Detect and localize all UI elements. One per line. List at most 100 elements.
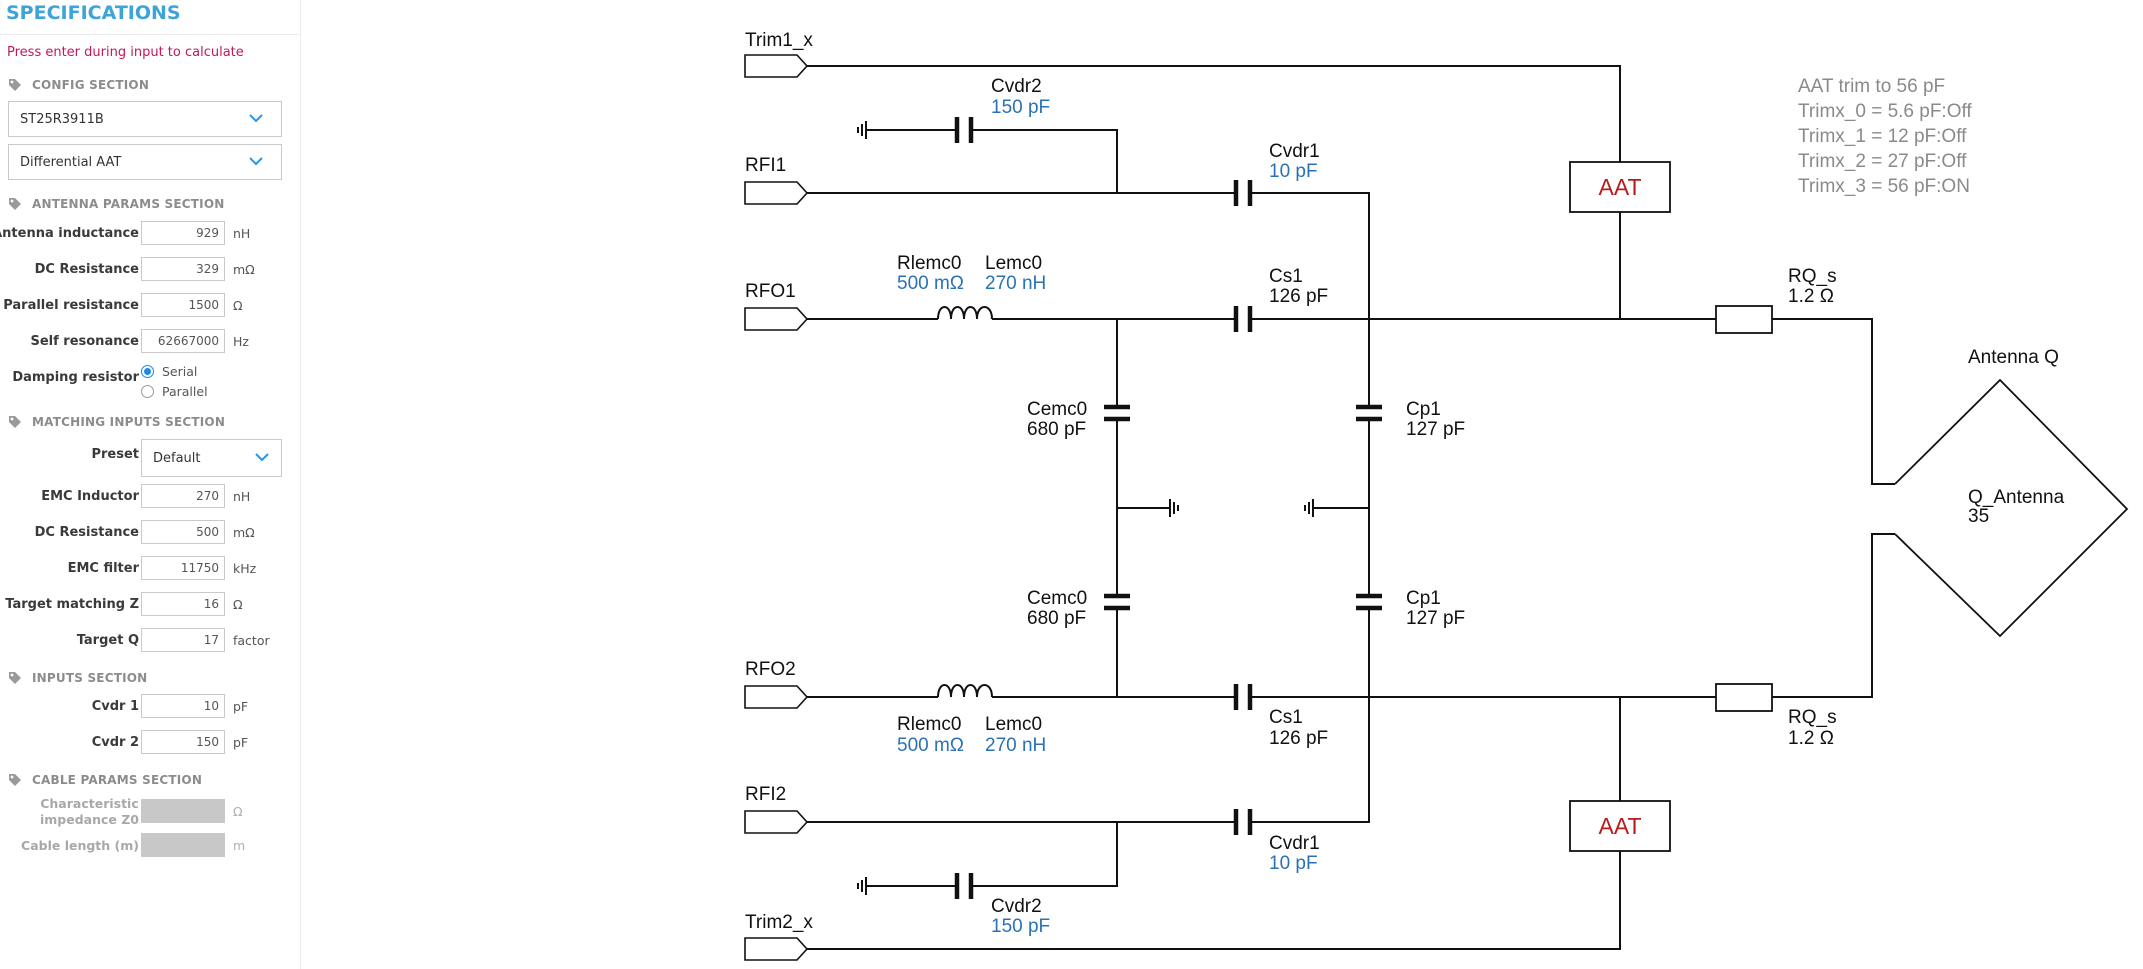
port-rfi2: RFI2 — [744, 784, 809, 834]
config-section-title: CONFIG SECTION — [32, 78, 150, 92]
cvdr1-bottom-capacitor — [1233, 809, 1253, 835]
cable-impedance-label: Characteristic impedance Z0 — [40, 796, 139, 828]
damping-resistor-label: Damping resistor — [12, 370, 139, 385]
rfi2-wire — [807, 697, 1370, 823]
preset-label: Preset — [91, 447, 139, 462]
cvdr1-input[interactable] — [141, 694, 225, 718]
emc-inductor-input[interactable] — [141, 484, 225, 508]
mode-select[interactable]: Differential AAT — [8, 144, 282, 180]
cvdr2-bottom-value: 150 pF — [991, 916, 1050, 937]
target-z-row: Target matching Z Ω — [0, 592, 299, 618]
target-q-input[interactable] — [141, 628, 225, 652]
antenna-inductance-input[interactable] — [141, 221, 225, 245]
damping-resistor-row: Damping resistor — [0, 368, 299, 394]
lemc-bottom-value: 270 nH — [985, 735, 1046, 756]
radio-unselected-icon[interactable] — [141, 384, 154, 398]
antenna-dc-resistance-row: DC Resistance mΩ — [0, 257, 299, 283]
cs1-bottom-capacitor — [1233, 684, 1253, 710]
port-rfi2-label: RFI2 — [745, 784, 786, 805]
damping-option-parallel[interactable]: Parallel — [141, 381, 208, 401]
cable-length-unit: m — [233, 838, 246, 853]
cs1-top-name: Cs1 — [1269, 266, 1303, 287]
cable-impedance-unit: Ω — [233, 804, 243, 819]
aat-info-line: Trimx_3 = 56 pF:ON — [1798, 176, 1970, 197]
cable-impedance-input — [141, 799, 225, 823]
antenna-section-header: ANTENNA PARAMS SECTION — [8, 197, 224, 211]
trim1-wire — [807, 65, 1621, 162]
cs1-top-value: 126 pF — [1269, 286, 1328, 307]
aat-bottom-block: AAT — [1569, 800, 1671, 852]
parallel-resistance-label: Parallel resistance — [3, 298, 139, 313]
rq-top-name: RQ_s — [1788, 266, 1837, 287]
damping-option-parallel-label: Parallel — [162, 383, 208, 399]
lemc-bottom-inductor-icon — [937, 684, 993, 698]
emc-filter-input[interactable] — [141, 556, 225, 580]
cemc-bottom-capacitor — [1104, 593, 1130, 611]
rfo1-wire — [807, 318, 1895, 485]
emc-dc-resistance-unit: mΩ — [233, 525, 255, 540]
cvdr2-row: Cvdr 2 pF — [0, 730, 299, 756]
chevron-down-icon — [255, 453, 269, 462]
antenna-dc-resistance-input[interactable] — [141, 257, 225, 281]
cvdr1-row: Cvdr 1 pF — [0, 694, 299, 720]
cvdr2-input[interactable] — [141, 730, 225, 754]
tag-icon — [9, 672, 21, 684]
emc-filter-row: EMC filter kHz — [0, 556, 299, 582]
damping-resistor-options: Serial Parallel — [141, 361, 208, 401]
cable-impedance-label-line2: impedance Z0 — [39, 812, 139, 827]
calculate-hint: Press enter during input to calculate — [7, 45, 244, 60]
ground-icon — [1169, 499, 1179, 517]
cemc-bottom-name: Cemc0 — [1027, 588, 1087, 609]
cvdr2-top-value: 150 pF — [991, 97, 1050, 118]
target-z-input[interactable] — [141, 592, 225, 616]
aat-top-label: AAT — [1598, 174, 1641, 200]
cable-impedance-row: Characteristic impedance Z0 Ω — [0, 796, 299, 828]
aat-top-block: AAT — [1569, 161, 1671, 213]
cemc-bottom-value: 680 pF — [1027, 608, 1086, 629]
antenna-block — [1894, 378, 2129, 638]
cemc-top-capacitor — [1104, 404, 1130, 422]
emc-dc-resistance-input[interactable] — [141, 520, 225, 544]
antenna-dc-resistance-unit: mΩ — [233, 262, 255, 277]
self-resonance-input[interactable] — [141, 329, 225, 353]
chevron-down-icon — [249, 114, 263, 123]
parallel-resistance-input[interactable] — [141, 293, 225, 317]
cvdr2-top-name: Cvdr2 — [991, 76, 1042, 97]
port-trim2: Trim2_x — [744, 912, 813, 961]
parallel-resistance-row: Parallel resistance Ω — [0, 293, 299, 319]
antenna-inductance-unit: nH — [233, 226, 251, 241]
cvdr2-label: Cvdr 2 — [91, 735, 139, 750]
cp1-top-capacitor — [1356, 404, 1382, 422]
chip-select[interactable]: ST25R3911B — [8, 101, 282, 137]
cp1-top-value: 127 pF — [1406, 419, 1465, 440]
matching-section-title: MATCHING INPUTS SECTION — [32, 415, 226, 429]
inputs-section-title: INPUTS SECTION — [32, 671, 148, 685]
cable-impedance-label-line1: Characteristic — [40, 796, 139, 811]
cemc-top-value: 680 pF — [1027, 419, 1086, 440]
antenna-q-value: 35 — [1968, 506, 1989, 527]
lemc-top-value: 270 nH — [985, 273, 1046, 294]
damping-option-serial[interactable]: Serial — [141, 361, 208, 381]
cable-length-row: Cable length (m) m — [0, 833, 299, 859]
damping-option-serial-label: Serial — [162, 363, 198, 379]
cvdr2-unit: pF — [233, 735, 249, 750]
lemc-top-name: Lemc0 — [985, 253, 1042, 274]
target-z-label: Target matching Z — [5, 597, 139, 612]
rlemc-bottom-name: Rlemc0 — [897, 714, 961, 735]
cvdr1-top-value: 10 pF — [1269, 161, 1318, 182]
cvdr2-bottom-name: Cvdr2 — [991, 896, 1042, 917]
lemc-top-inductor-icon — [937, 306, 993, 320]
emc-inductor-row: EMC Inductor nH — [0, 484, 299, 510]
cvdr1-bottom-value: 10 pF — [1269, 853, 1318, 874]
port-trim2-label: Trim2_x — [745, 912, 813, 933]
cp1-top-name: Cp1 — [1406, 399, 1441, 420]
aat-info-line: Trimx_0 = 5.6 pF:Off — [1798, 101, 1972, 122]
cvdr1-bottom-name: Cvdr1 — [1269, 833, 1320, 854]
matching-section-header: MATCHING INPUTS SECTION — [8, 415, 225, 429]
specifications-panel: SPECIFICATIONS Press enter during input … — [0, 0, 301, 969]
preset-select[interactable]: Default — [141, 439, 282, 477]
aat-info-line: Trimx_1 = 12 pF:Off — [1798, 126, 1967, 147]
tag-icon — [9, 79, 21, 91]
emc-filter-unit: kHz — [233, 561, 257, 576]
radio-selected-icon[interactable] — [141, 364, 154, 378]
